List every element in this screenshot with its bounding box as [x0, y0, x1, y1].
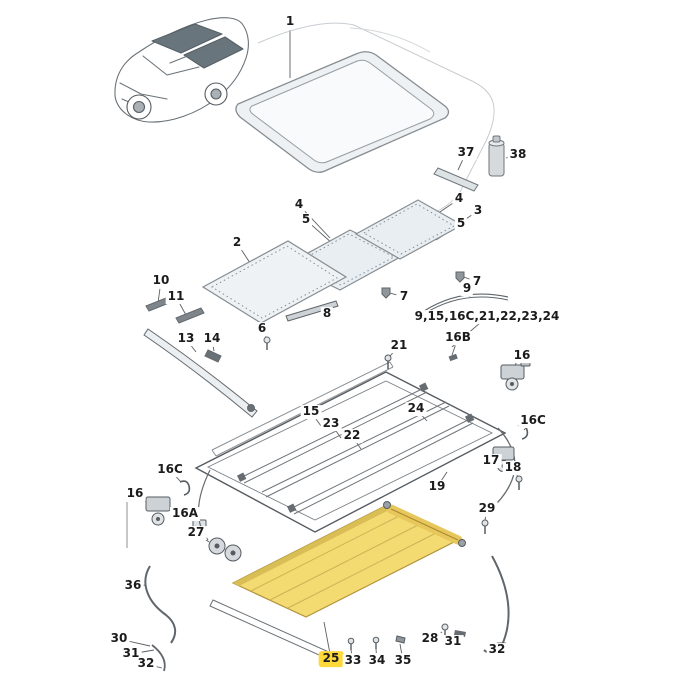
- part-label-16C[interactable]: 16C: [518, 413, 548, 428]
- part-label-23[interactable]: 23: [320, 416, 342, 431]
- part-38-canister: [488, 135, 505, 177]
- part-label-32[interactable]: 32: [135, 656, 157, 671]
- part-label-16[interactable]: 16: [124, 486, 146, 501]
- car-sunroof-glass-front: [151, 23, 223, 54]
- leader-line-19: [441, 471, 448, 481]
- part-label-33[interactable]: 33: [342, 653, 364, 668]
- part-label-7[interactable]: 7: [397, 289, 411, 304]
- leader-line-11: [179, 303, 187, 316]
- part-label-24[interactable]: 24: [405, 401, 427, 416]
- part-sunshade-25: [209, 501, 466, 660]
- part-label-34[interactable]: 34: [366, 653, 388, 668]
- part-label-5[interactable]: 5: [454, 216, 468, 231]
- part-label-28[interactable]: 28: [419, 631, 441, 646]
- part-label-31[interactable]: 31: [442, 634, 464, 649]
- leader-line-37: [457, 160, 464, 171]
- leader-line-23: [335, 430, 342, 439]
- clip-16c-left: [179, 480, 191, 496]
- part-label-38[interactable]: 38: [507, 147, 529, 162]
- leader-line-14: [212, 346, 215, 352]
- leader-line-31: [138, 649, 155, 654]
- cable-drive-27: [208, 537, 242, 562]
- part-glass-panel-2: [201, 240, 348, 324]
- part-label-2[interactable]: 2: [230, 235, 244, 250]
- part-label-25[interactable]: 25: [318, 651, 344, 667]
- leader-line-22: [356, 442, 362, 450]
- part-label-35[interactable]: 35: [392, 653, 414, 668]
- part-label-37[interactable]: 37: [455, 145, 477, 160]
- leader-line-7: [389, 292, 397, 296]
- leader-line-7: [463, 276, 470, 280]
- part-label-9,15,16C,21,22,23,24[interactable]: 9,15,16C,21,22,23,24: [412, 309, 562, 324]
- part-label-36[interactable]: 36: [122, 578, 144, 593]
- part-frame-19: [194, 371, 507, 533]
- part-label-22[interactable]: 22: [341, 428, 363, 443]
- part-label-6[interactable]: 6: [255, 321, 269, 336]
- leader-line-35: [399, 643, 403, 654]
- part-label-21[interactable]: 21: [388, 338, 410, 353]
- part-label-19[interactable]: 19: [426, 479, 448, 494]
- part-37-strip: [433, 167, 479, 192]
- part-label-32[interactable]: 32: [486, 642, 508, 657]
- part-roof-panel-1: [235, 22, 495, 217]
- car-illustration: [114, 17, 249, 123]
- leader-line-29: [484, 516, 487, 521]
- hose-36: [144, 565, 177, 644]
- part-label-16A[interactable]: 16A: [170, 506, 200, 521]
- part-label-18[interactable]: 18: [502, 460, 524, 475]
- part-label-5[interactable]: 5: [299, 212, 313, 227]
- car-sunroof-glass-rear: [183, 36, 244, 69]
- part-label-17[interactable]: 17: [480, 453, 502, 468]
- hose-30: [151, 644, 166, 672]
- leader-line-13: [190, 345, 197, 353]
- leader-line-25: [323, 621, 330, 652]
- leader-line-16C: [175, 475, 182, 483]
- part-fasteners-33-34-35: [347, 635, 406, 650]
- leader-line-30: [126, 640, 151, 647]
- leader-line-16B: [451, 345, 456, 356]
- part-label-29[interactable]: 29: [476, 501, 498, 516]
- part-label-4[interactable]: 4: [452, 191, 466, 206]
- part-label-8[interactable]: 8: [320, 306, 334, 321]
- part-label-16[interactable]: 16: [511, 348, 533, 363]
- leader-line-15: [315, 418, 322, 427]
- part-label-27[interactable]: 27: [185, 525, 207, 540]
- part-label-10[interactable]: 10: [150, 273, 172, 288]
- part-label-11[interactable]: 11: [165, 289, 187, 304]
- part-label-15[interactable]: 15: [300, 404, 322, 419]
- part-label-16C[interactable]: 16C: [155, 462, 185, 477]
- part-label-30[interactable]: 30: [108, 631, 130, 646]
- part-label-4[interactable]: 4: [292, 197, 306, 212]
- motor-16-left: [145, 496, 171, 526]
- part-label-14[interactable]: 14: [201, 331, 223, 346]
- part-label-7[interactable]: 7: [470, 274, 484, 289]
- part-label-1[interactable]: 1: [283, 14, 297, 29]
- part-label-13[interactable]: 13: [175, 331, 197, 346]
- part-label-9[interactable]: 9: [460, 281, 474, 296]
- part-16b: [448, 353, 458, 362]
- leader-line-33: [350, 649, 353, 654]
- part-label-3[interactable]: 3: [471, 203, 485, 218]
- part-label-16B[interactable]: 16B: [443, 330, 473, 345]
